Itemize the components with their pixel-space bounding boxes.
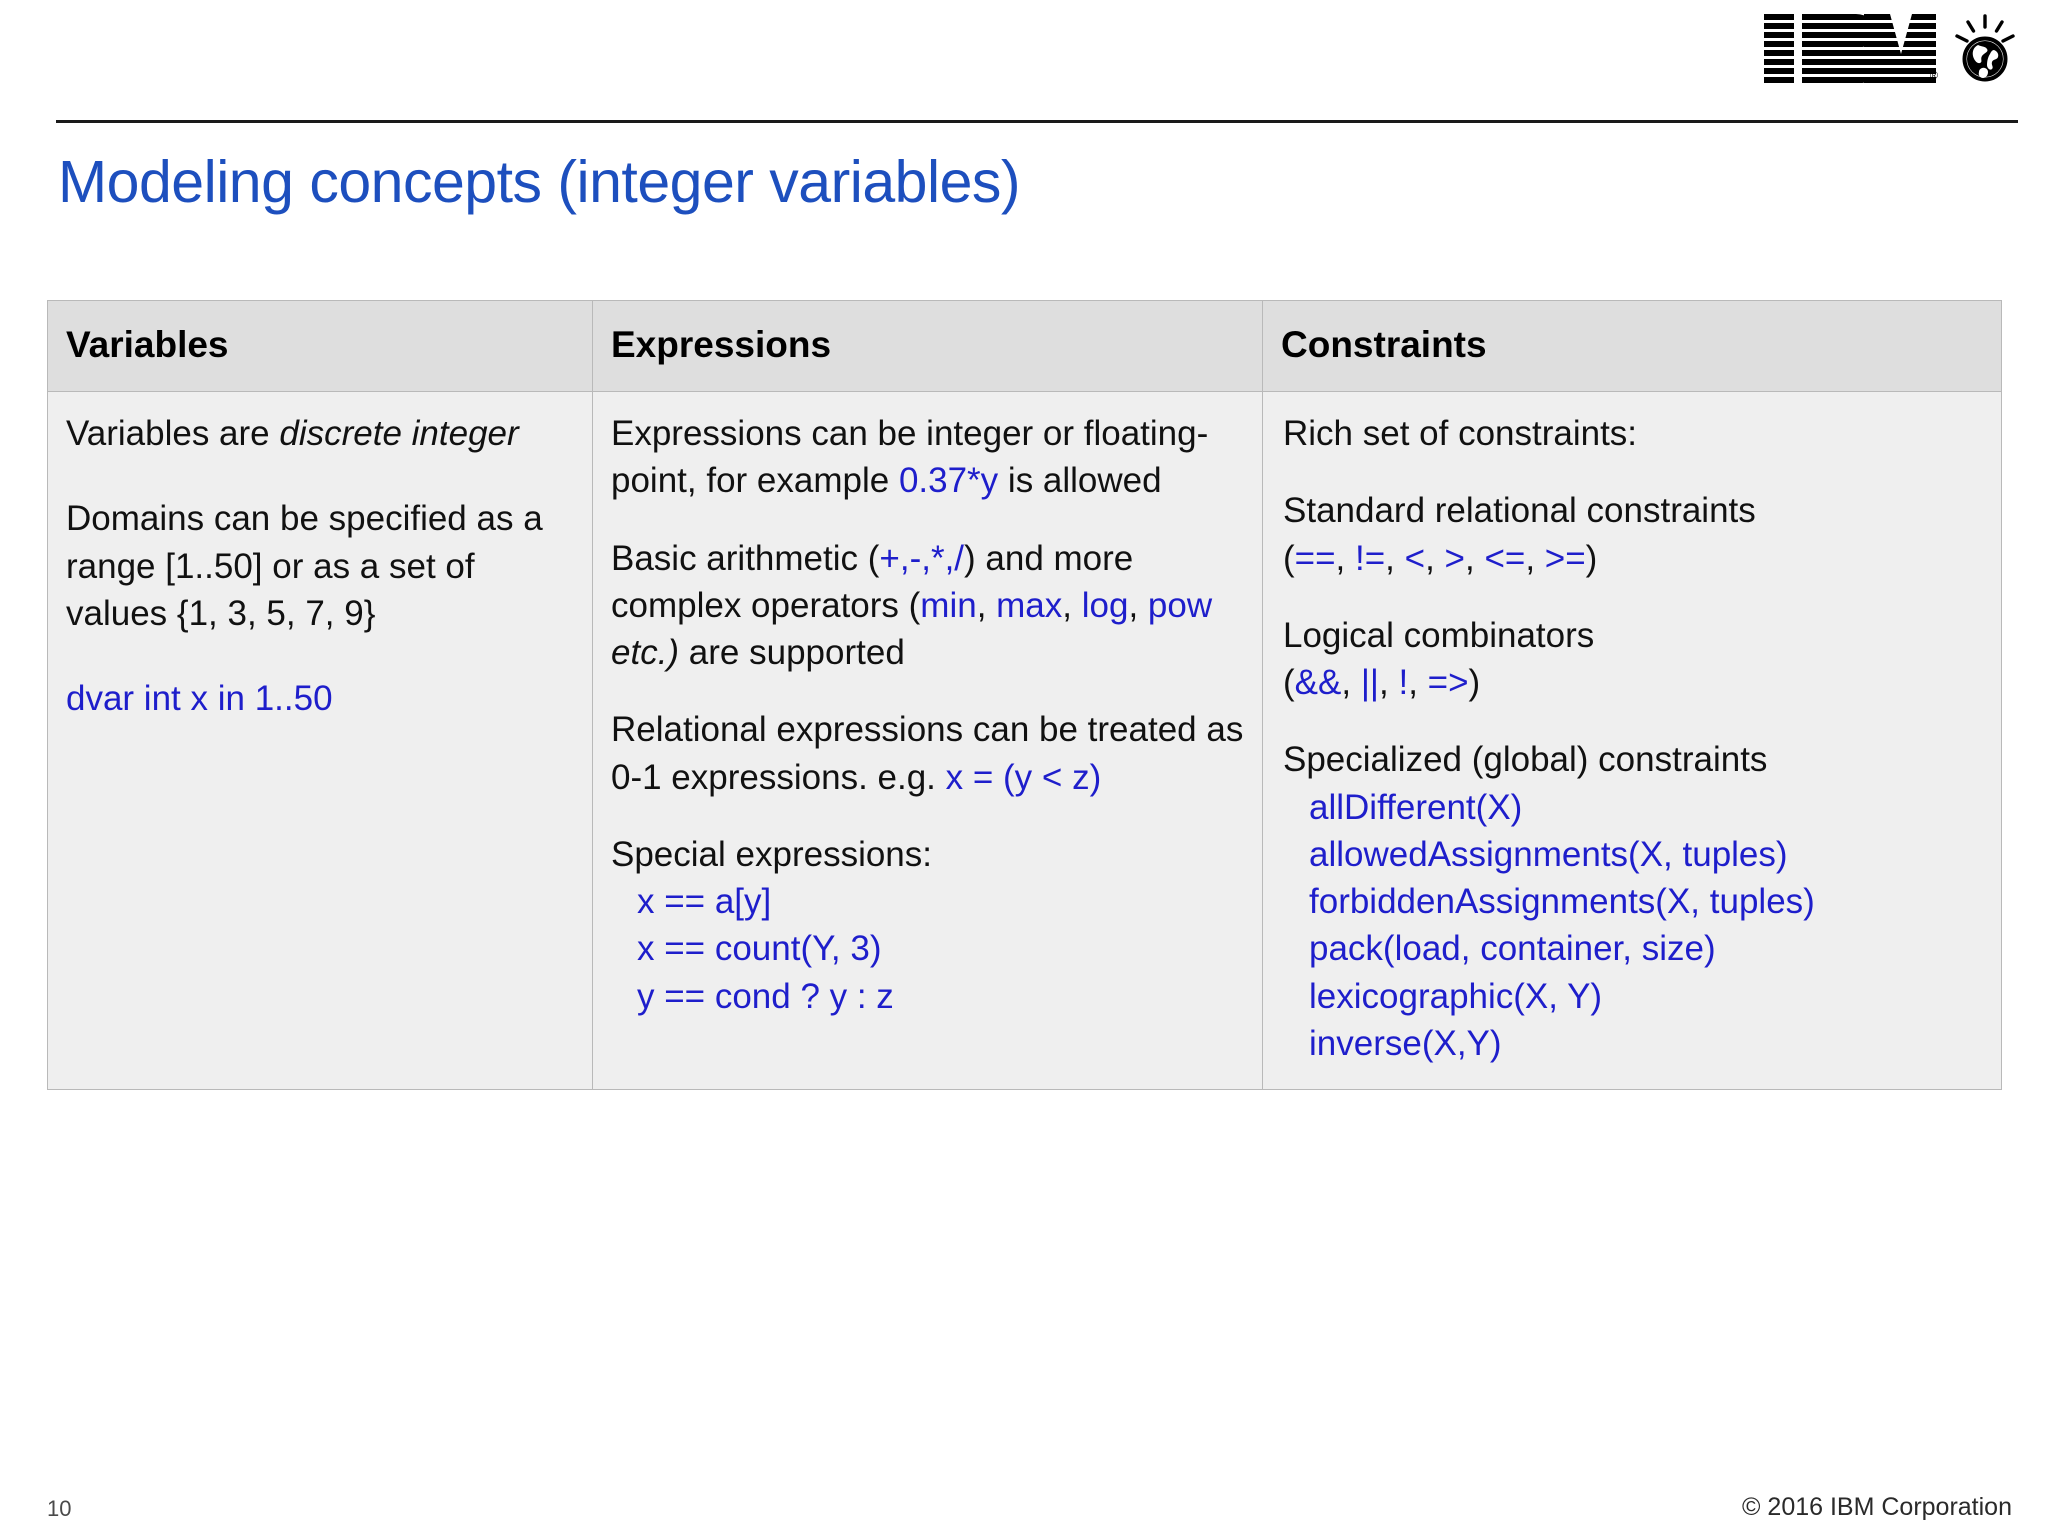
relational-op-gte: >= — [1544, 538, 1586, 578]
column-header-constraints: Constraints — [1262, 300, 2002, 392]
modeling-concepts-table: Variables Expressions Constraints Variab… — [47, 300, 2002, 1090]
header-divider — [56, 120, 2018, 123]
copyright-notice: © 2016 IBM Corporation — [1742, 1493, 2012, 1521]
global-constraint-line: forbiddenAssignments(X, tuples) — [1309, 882, 1815, 921]
expressions-p2-function-pow: pow — [1147, 585, 1213, 625]
cell-variables: Variables are discrete integer Domains c… — [47, 391, 593, 1090]
smarter-planet-globe-icon — [1954, 14, 2016, 84]
expressions-p2-text-a: Basic arithmetic ( — [611, 538, 880, 578]
relational-constraints-label: Standard relational constraints — [1283, 491, 1756, 531]
constraints-paragraph-1: Rich set of constraints: — [1283, 414, 1638, 453]
registered-mark-icon: ® — [1929, 70, 1938, 82]
sep: , — [1425, 538, 1445, 578]
expressions-p2-function-min: min — [920, 585, 977, 625]
sep: , — [1385, 538, 1405, 578]
sep: , — [1525, 538, 1545, 578]
global-constraint-line: inverse(X,Y) — [1309, 1023, 1502, 1063]
constraints-paragraph-3: Logical combinators (&&, ||, !, =>) — [1283, 612, 1987, 707]
variables-paragraph-2: Domains can be specified as a range [1..… — [66, 499, 543, 633]
expressions-p3-code: x = (y < z) — [945, 757, 1102, 797]
column-header-expressions: Expressions — [592, 300, 1263, 392]
relational-close-paren: ) — [1585, 538, 1598, 578]
expressions-p2-sep-1: , — [976, 585, 997, 625]
special-expression-line: x == count(Y, 3) — [637, 929, 882, 969]
variables-paragraph-1: Variables are discrete integer — [66, 410, 578, 457]
expressions-p2-sep-2: , — [1062, 585, 1082, 625]
sep: , — [1408, 663, 1428, 702]
expressions-p3-text-a: Relational expressions can be treated as… — [611, 710, 1244, 797]
logical-op-implies: => — [1427, 663, 1469, 702]
sep: , — [1379, 663, 1399, 702]
relational-op-lt: < — [1404, 538, 1426, 578]
global-constraints-label: Specialized (global) constraints — [1283, 740, 1768, 780]
expressions-p2-operators: +,-,*,/ — [879, 538, 965, 578]
special-expression-line: x == a[y] — [637, 882, 772, 921]
logical-combinators-label: Logical combinators — [1283, 615, 1595, 655]
cell-expressions: Expressions can be integer or floating-p… — [592, 391, 1263, 1090]
variables-p1-text: Variables are — [66, 414, 280, 453]
expressions-p1-text-b: is allowed — [998, 461, 1162, 501]
slide-header: ® — [0, 0, 2048, 124]
relational-open-paren: ( — [1283, 538, 1295, 578]
sep: , — [1335, 538, 1355, 578]
expressions-p2-function-max: max — [996, 585, 1063, 625]
expressions-p3-text-b: e.g. — [877, 757, 946, 797]
expressions-p2-text-c: are supported — [679, 633, 905, 672]
expressions-paragraph-2: Basic arithmetic (+,-,*,/) and more comp… — [611, 535, 1248, 677]
expressions-paragraph-4: Special expressions: x == a[y] x == coun… — [611, 831, 1248, 1020]
constraints-paragraph-2: Standard relational constraints (==, !=,… — [1283, 487, 1987, 582]
variables-p1-emphasis: discrete integer — [279, 414, 519, 453]
expressions-p2-sep-3: , — [1128, 585, 1148, 625]
global-constraint-line: allDifferent(X) — [1309, 787, 1523, 827]
expressions-paragraph-3: Relational expressions can be treated as… — [611, 706, 1248, 801]
global-constraint-line: allowedAssignments(X, tuples) — [1309, 834, 1788, 874]
expressions-p2-text-b: ) and more complex operators ( — [611, 538, 1134, 625]
sep: , — [1341, 663, 1361, 702]
expressions-paragraph-1: Expressions can be integer or floating-p… — [611, 410, 1248, 505]
special-expressions-label: Special expressions: — [611, 834, 932, 874]
page-title: Modeling concepts (integer variables) — [58, 149, 1021, 215]
page-number: 10 — [47, 1496, 72, 1521]
sep: , — [1464, 538, 1485, 578]
global-constraint-line: lexicographic(X, Y) — [1309, 976, 1603, 1016]
relational-op-eq: == — [1294, 538, 1336, 578]
table-row: Variables are discrete integer Domains c… — [47, 391, 2002, 1090]
expressions-p2-etc: etc.) — [611, 633, 680, 672]
table-header-row: Variables Expressions Constraints — [47, 300, 2002, 392]
ibm-wordmark-icon: ® — [1764, 14, 1938, 84]
relational-op-gt: > — [1444, 538, 1465, 578]
relational-op-neq: != — [1355, 538, 1386, 578]
column-header-variables: Variables — [47, 300, 593, 392]
relational-op-lte: <= — [1484, 538, 1526, 578]
expressions-p1-text-a: Expressions can be integer or floating-p… — [611, 414, 1209, 501]
global-constraint-line: pack(load, container, size) — [1309, 929, 1716, 969]
variables-code-sample: dvar int x in 1..50 — [66, 679, 333, 718]
expressions-p2-function-log: log — [1081, 585, 1129, 625]
logical-op-or: || — [1360, 663, 1379, 702]
logical-open-paren: ( — [1283, 663, 1295, 702]
logical-op-not: ! — [1398, 663, 1409, 702]
logical-close-paren: ) — [1468, 663, 1481, 702]
special-expression-line: y == cond ? y : z — [637, 976, 894, 1016]
expressions-p1-code: 0.37*y — [898, 461, 999, 501]
ibm-logo: ® — [1764, 14, 2016, 84]
logical-op-and: && — [1294, 663, 1342, 702]
constraints-paragraph-4: Specialized (global) constraints allDiff… — [1283, 736, 1987, 1067]
cell-constraints: Rich set of constraints: Standard relati… — [1262, 391, 2002, 1090]
